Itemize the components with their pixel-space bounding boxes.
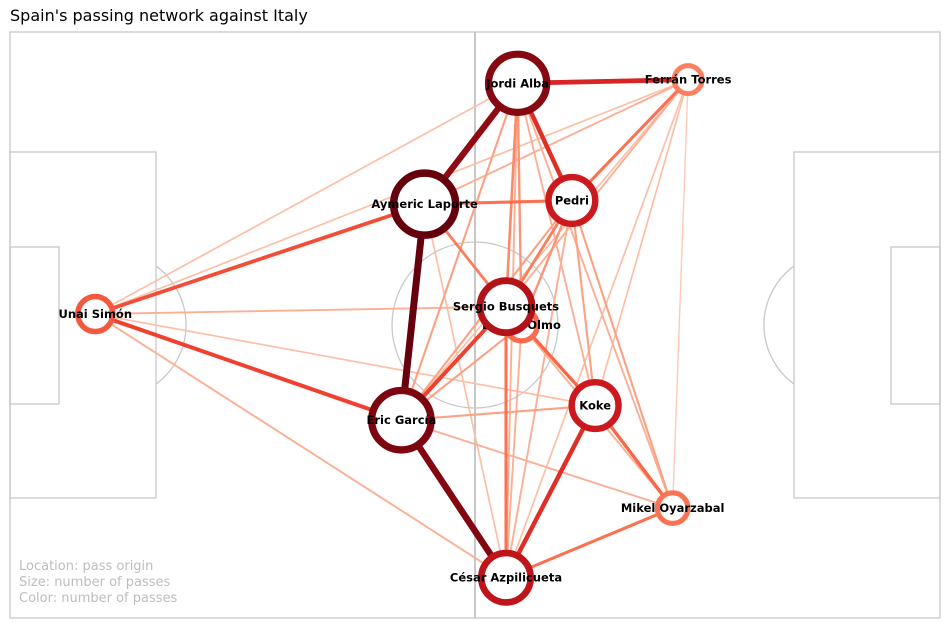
chart-title: Spain's passing network against Italy <box>10 6 308 25</box>
player-circle <box>389 169 460 239</box>
pass-edge-unai-simon-eric-garcia <box>93 312 404 423</box>
pass-edge-jordi-alba-sergio-busquets <box>504 81 519 308</box>
right-penalty-arc <box>763 265 795 385</box>
player-circle <box>568 378 622 433</box>
player-circle <box>484 50 551 116</box>
pass-edge-unai-simon-koke <box>94 313 596 407</box>
player-node-cesar-azpilicueta: César Azpilicueta <box>450 549 562 606</box>
player-label: Eric García <box>367 413 437 427</box>
legend-notes: Location: pass origin Size: number of pa… <box>19 559 177 607</box>
pitch <box>9 31 941 619</box>
pass-edge-eric-garcia-ferran-torres <box>400 78 689 422</box>
pass-edge-jordi-alba-eric-garcia <box>400 82 519 422</box>
left-six-yard-box <box>9 246 60 405</box>
player-circle <box>654 490 691 527</box>
player-label: Pedri <box>555 193 589 207</box>
pass-edge-pedri-mikel-oyarzabal <box>570 199 674 510</box>
player-label: Jordi Alba <box>485 76 549 90</box>
pass-edge-ferran-torres-cesar-azpilicueta <box>505 78 689 579</box>
player-node-koke: Koke <box>568 378 622 433</box>
pass-edge-eric-garcia-mikel-oyarzabal <box>400 419 674 510</box>
pass-edge-ferran-torres-mikel-oyarzabal <box>671 78 689 509</box>
player-node-sergio-busquets: Sergio Busquets <box>453 277 559 337</box>
pass-edge-ferran-torres-koke <box>594 78 689 407</box>
pass-edge-unai-simon-sergio-busquets <box>94 305 507 315</box>
pass-edge-pedri-cesar-azpilicueta <box>505 199 573 579</box>
player-label: César Azpilicueta <box>450 571 562 585</box>
player-node-aymeric-laporte: Aymeric Laporte <box>371 169 478 239</box>
player-circle <box>545 173 599 228</box>
centre-circle <box>391 241 559 409</box>
legend-location: Location: pass origin <box>19 559 154 574</box>
left-penalty-arc <box>155 265 187 385</box>
player-label: Ferrán Torres <box>645 73 732 87</box>
pass-edge-aymeric-laporte-ferran-torres <box>423 78 690 206</box>
player-node-unai-simon: Unai Simón <box>58 293 132 335</box>
player-circle <box>477 549 534 606</box>
pass-edge-unai-simon-aymeric-laporte <box>93 202 427 316</box>
player-circle <box>368 386 435 454</box>
player-label: Mikel Oyarzabal <box>621 501 725 515</box>
right-penalty-area <box>793 151 941 499</box>
pass-edge-pedri-ferran-torres <box>570 78 690 203</box>
player-circle <box>671 63 705 97</box>
right-six-yard-box <box>890 246 941 405</box>
pass-edge-cesar-azpilicueta-koke <box>503 403 598 580</box>
player-node-jordi-alba: Jordi Alba <box>484 50 551 116</box>
legend-size: Size: number of passes <box>19 575 171 590</box>
player-circle <box>476 277 536 337</box>
pass-edge-unai-simon-jordi-alba <box>94 82 519 315</box>
player-node-pedri: Pedri <box>545 173 599 228</box>
pass-edge-aymeric-laporte-cesar-azpilicueta <box>423 203 507 579</box>
pass-edge-unai-simon-cesar-azpilicueta <box>94 313 507 579</box>
pass-edge-daniel-olmo-cesar-azpilicueta <box>505 324 523 579</box>
player-node-ferran-torres: Ferrán Torres <box>645 63 732 97</box>
player-label: Koke <box>579 399 611 413</box>
pass-edge-koke-pedri <box>570 199 597 407</box>
player-label: Aymeric Laporte <box>371 197 478 211</box>
player-circle <box>75 293 116 335</box>
player-label: Unai Simón <box>58 307 132 321</box>
player-node-mikel-oyarzabal: Mikel Oyarzabal <box>621 490 725 527</box>
pass-edge-cesar-azpilicueta-mikel-oyarzabal <box>504 506 675 580</box>
pass-edge-aymeric-laporte-eric-garcia <box>397 200 429 424</box>
legend-color: Color: number of passes <box>19 591 178 606</box>
player-label: Sergio Busquets <box>453 300 559 314</box>
pass-edge-jordi-alba-mikel-oyarzabal <box>516 82 674 510</box>
player-node-eric-garcia: Eric García <box>367 386 437 454</box>
